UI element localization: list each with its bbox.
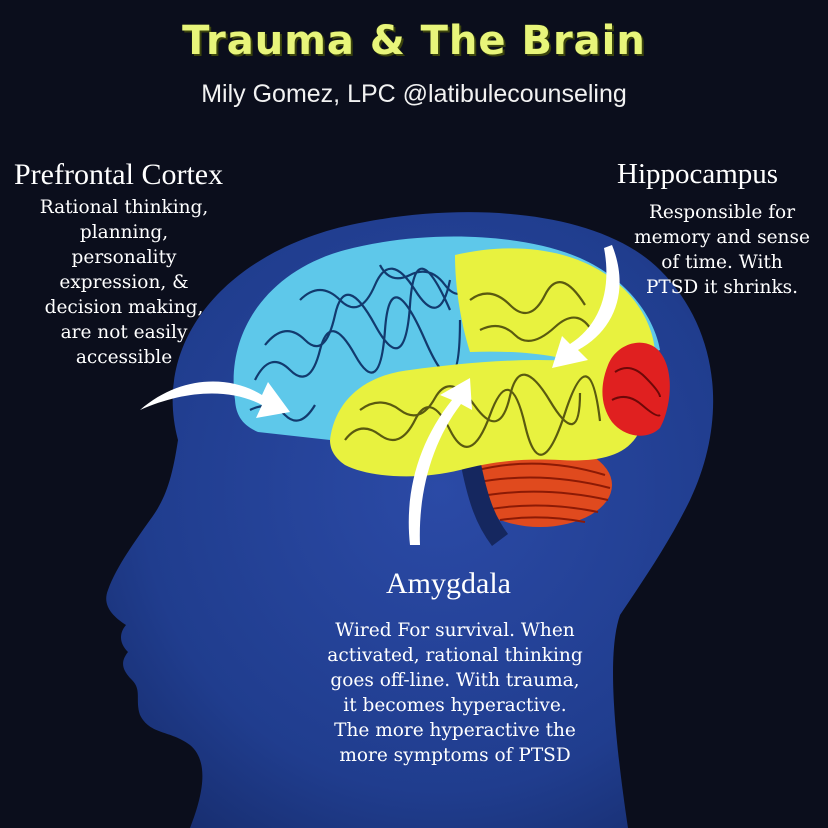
description-line: accessible: [75, 347, 173, 368]
brain-stem: [460, 458, 509, 546]
amygdala-region: [602, 342, 670, 436]
description-line: Responsible for: [648, 202, 796, 223]
amygdala-title-text: Amygdala: [386, 567, 511, 600]
description-line: more symptoms of PTSD: [339, 745, 571, 766]
description-line: of time. With: [661, 252, 783, 273]
amygdala-arrow: [408, 378, 472, 545]
description-line: The more hyperactive the: [334, 720, 576, 741]
hippocampus-region: [330, 248, 655, 477]
page-title: Trauma & The Brain: [182, 18, 646, 64]
prefrontal-arrow: [140, 381, 290, 418]
description-line: PTSD it shrinks.: [645, 277, 799, 298]
description-line: expression, &: [59, 272, 189, 293]
description-line: planning,: [79, 222, 169, 243]
author-credit: Mily Gomez, LPC @latibulecounseling: [201, 80, 627, 108]
prefrontal-cortex-title: Prefrontal Cortex: [14, 158, 224, 191]
description-line: goes off-line. With trauma,: [330, 670, 580, 691]
description-line: decision making,: [44, 297, 204, 318]
prefrontal-cortex-description: Rational thinking, planning, personality…: [14, 195, 234, 370]
amygdala-description: Wired For survival. When activated, rati…: [305, 618, 605, 768]
description-line: it becomes hyperactive.: [343, 695, 567, 716]
hippocampus-description: Responsible for memory and sense of time…: [622, 200, 822, 300]
description-line: are not easily: [60, 322, 188, 343]
cerebellum: [468, 443, 612, 527]
description-line: Rational thinking,: [39, 197, 209, 218]
description-line: Wired For survival. When: [335, 620, 575, 641]
arrows: [140, 245, 620, 545]
hippocampus-title: Hippocampus: [617, 158, 779, 190]
hippocampus-arrow: [552, 245, 620, 368]
description-line: personality: [71, 247, 177, 268]
description-line: memory and sense: [634, 227, 810, 248]
description-line: activated, rational thinking: [327, 645, 583, 666]
